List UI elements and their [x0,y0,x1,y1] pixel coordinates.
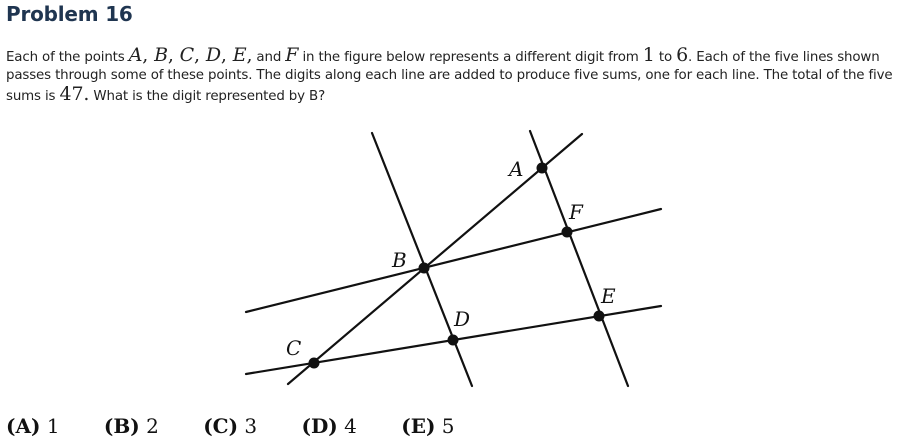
label-C: C [286,336,301,360]
label-A: A [507,157,523,181]
math-number-47: 47 [59,83,84,105]
line-A-F-E [528,129,630,388]
math-F: F [285,44,299,66]
math-comma: , [167,44,180,66]
choice-value: 4 [344,414,357,438]
choice-letter: (C) [203,414,239,438]
text: What is the digit represented by B? [89,89,326,104]
math-comma: , [220,44,233,66]
choice-d[interactable]: (D) 4 [302,414,357,438]
math-number-6: 6 [676,44,689,66]
math-comma: , [194,44,206,66]
point-C [308,357,320,369]
problem-statement: Each of the points A, B, C, D, E, and F … [6,46,898,106]
math-period: . [83,83,90,105]
text: in the figure below represents a differe… [298,50,643,65]
choice-value: 2 [146,414,159,438]
point-A [536,162,548,174]
point-E [593,310,605,322]
math-A: A [128,44,143,66]
choice-b[interactable]: (B) 2 [104,414,159,438]
line-C-B-A [286,132,584,386]
label-F: F [568,200,584,224]
choice-letter: (D) [301,414,338,438]
point-F [561,226,573,238]
choice-c[interactable]: (C) 3 [203,414,257,438]
math-comma: , [142,44,155,66]
math-B: B [154,44,168,66]
line-B-F [244,207,663,314]
label-D: D [453,307,470,331]
text: Each of the points [6,50,129,65]
answer-choices: (A) 1 (B) 2 (C) 3 (D) 4 (E) 5 [6,414,493,438]
label-B: B [391,248,407,272]
point-D [447,334,459,346]
text: and [252,50,286,65]
choice-a[interactable]: (A) 1 [6,414,60,438]
math-E: E [232,44,247,66]
math-comma: , [246,44,253,66]
math-number-1: 1 [642,44,655,66]
text: to [654,50,677,65]
choice-value: 5 [441,414,455,438]
math-C: C [179,44,195,66]
point-B [418,262,430,274]
problem-title: Problem 16 [6,2,133,26]
choice-letter: (E) [401,414,436,438]
math-D: D [205,44,221,66]
choice-letter: (B) [103,414,140,438]
choice-letter: (A) [6,414,41,438]
label-E: E [600,284,616,308]
choice-e[interactable]: (E) 5 [401,414,454,438]
choice-value: 3 [244,414,258,438]
choice-value: 1 [46,414,60,438]
text: . Each of the five lines shown passes th… [6,50,893,104]
